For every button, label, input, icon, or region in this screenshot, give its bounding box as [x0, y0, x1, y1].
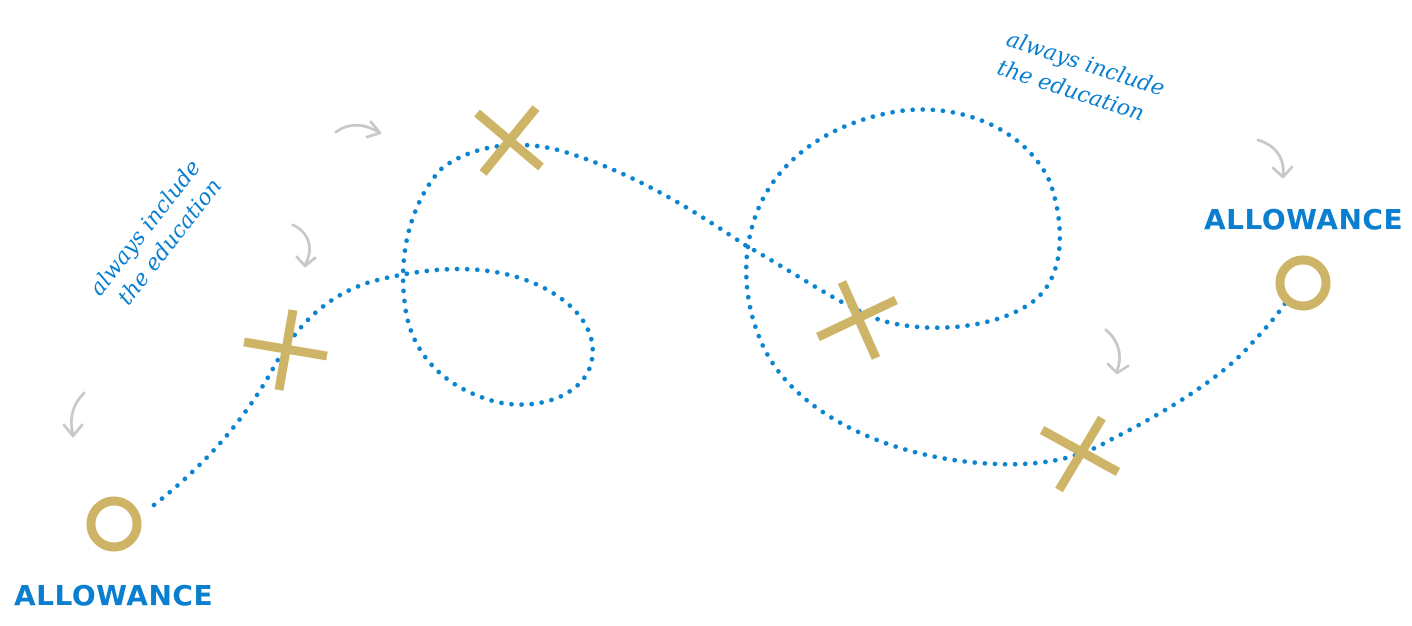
x-marker-4 [1039, 415, 1121, 493]
education-note-left: always include the education [85, 156, 227, 311]
end-circle-marker [1275, 255, 1331, 311]
x-marker-1 [243, 309, 328, 391]
curved-arrow-icon-3 [334, 120, 382, 139]
education-note-right: always include the education [994, 27, 1168, 127]
curved-arrow-icon-5 [1104, 328, 1130, 375]
curved-arrow-icon-1 [62, 391, 86, 438]
start-circle-marker [86, 496, 142, 552]
curved-arrow-icon-4 [1256, 138, 1294, 179]
x-marker-2 [474, 105, 544, 176]
x-marker-3 [816, 280, 898, 360]
allowance-label-left: ALLOWANCE [14, 579, 213, 612]
curved-arrow-icon-2 [291, 223, 317, 268]
dotted-route [151, 107, 1293, 508]
allowance-label-right: ALLOWANCE [1204, 203, 1403, 236]
